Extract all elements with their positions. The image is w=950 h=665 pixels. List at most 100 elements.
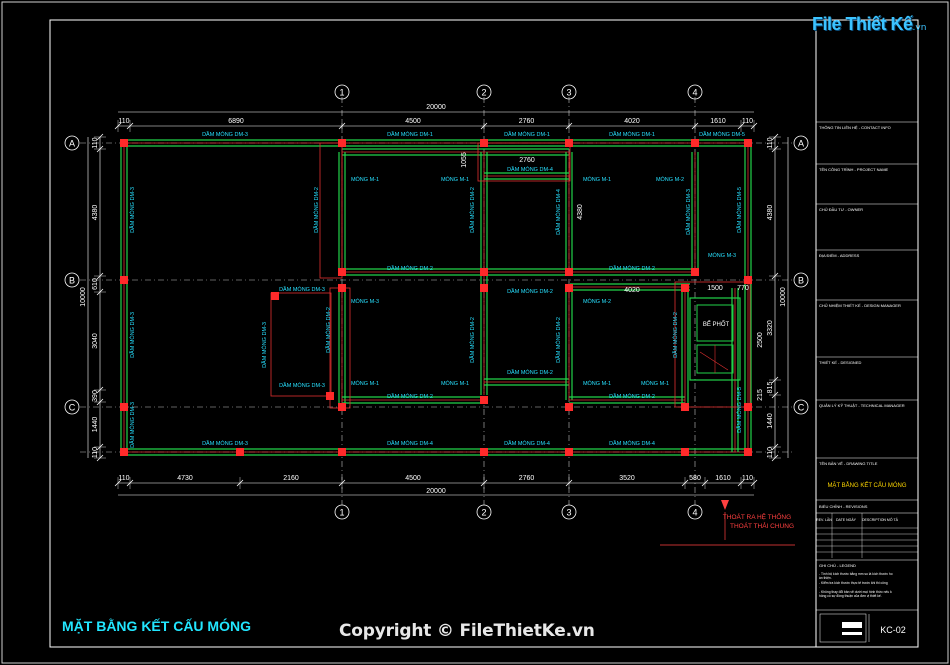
grid-bubble [687, 504, 703, 520]
grid-bubble-label: 2 [481, 88, 486, 98]
beam-label: DẦM MÓNG DM-1 [504, 131, 550, 138]
column-footing [120, 276, 128, 284]
dimension-label: 2760 [519, 118, 535, 125]
dimension-label: 3320 [767, 320, 774, 336]
beam-label: DẦM MÓNG DM-4 [387, 440, 433, 447]
brand-domain: .vn [912, 23, 927, 33]
grid-bubble [334, 504, 350, 520]
dimension-label-overall: 20000 [426, 488, 446, 495]
title-block-row-label: TÊN BẢN VẼ - DRAWING TITLE [819, 461, 878, 466]
grid-bubble-label: C [69, 403, 76, 413]
beam-label: DẦM MÓNG DM-3 [202, 440, 248, 447]
revision-col: DATE NGÀY [836, 518, 857, 522]
grid-bubble [687, 84, 703, 100]
inner-dimension-label: 1500 [707, 285, 723, 292]
beam-label: DẦM MÓNG DM-5 [736, 387, 743, 433]
footing-label: MÓNG M-1 [583, 380, 611, 387]
column-footing [480, 448, 488, 456]
dimension-label: 1440 [767, 413, 774, 429]
dimension-label: 2760 [519, 475, 535, 482]
beam-label: DẦM MÓNG DM-3 [129, 402, 136, 448]
grid-bubble [64, 272, 80, 288]
dimension-label: 110 [742, 118, 753, 125]
grid-bubble [793, 272, 809, 288]
column-footing [744, 276, 752, 284]
notes-header: GHI CHÚ - LEGEND [819, 563, 856, 568]
beam-label: DẦM MÓNG DM-4 [555, 189, 562, 235]
column-footing [565, 284, 573, 292]
septic-outlet-arrow [721, 500, 729, 510]
grid-bubble [476, 84, 492, 100]
column-footing [480, 396, 488, 404]
column-footing [120, 403, 128, 411]
septic-tank-outer [689, 297, 741, 381]
dimension-label: 110 [767, 137, 774, 148]
column-footing [271, 292, 279, 300]
note-line-cont: . [819, 585, 820, 589]
dimension-label: 1440 [92, 417, 99, 433]
title-block-row-label: THÔNG TIN LIÊN HỆ - CONTACT INFO [819, 125, 891, 130]
grid-bubble-label: A [798, 139, 804, 149]
beam-label: DẦM MÓNG DM-2 [672, 312, 679, 358]
column-footing [681, 284, 689, 292]
septic-note: THOÁT THẢI CHUNG [730, 521, 794, 530]
column-footing [338, 403, 346, 411]
column-footing [480, 268, 488, 276]
column-footing [120, 448, 128, 456]
septic-tank-chamber-1 [696, 304, 734, 342]
septic-pipe [699, 351, 729, 371]
footing-label: MÓNG M-1 [641, 380, 669, 387]
note-line-cont: àn thiện. [819, 576, 832, 580]
column-footing [480, 139, 488, 147]
revision-col: DESCRIPTION MÔ TẢ [862, 517, 899, 522]
beam-label: DẦM MÓNG DM-3 [261, 322, 268, 368]
dimension-label: 110 [742, 475, 753, 482]
column-footing [691, 268, 699, 276]
inner-dimension-label: 770 [737, 285, 749, 292]
dimension-label: 580 [689, 475, 701, 482]
beam-label: DẦM MÓNG DM-5 [736, 187, 743, 233]
dimension-label: 3520 [619, 475, 635, 482]
dimension-label: 110 [92, 447, 99, 458]
footing-label: MÓNG M-2 [583, 298, 611, 305]
revision-header: BIỂU CHỈNH - REVISIONS [819, 504, 868, 509]
beam-label: DẦM MÓNG DM-3 [202, 131, 248, 138]
revision-col: REV. LẦN [816, 518, 832, 522]
beam-label: DẦM MÓNG DM-5 [699, 131, 745, 138]
inner-dimension-label: 215 [757, 389, 764, 401]
grid-bubble-label: A [69, 139, 75, 149]
beam-label: DẦM MÓNG DM-4 [609, 440, 655, 447]
grid-bubble-label: B [69, 276, 75, 286]
inner-dimension-label: 1055 [461, 152, 468, 168]
dimension-label: 4380 [767, 205, 774, 221]
title-block [815, 19, 919, 648]
scale-bar [842, 622, 862, 628]
column-footing [338, 448, 346, 456]
beam-label: DẦM MÓNG DM-3 [685, 189, 692, 235]
dimension-label: 4020 [624, 118, 640, 125]
dimension-label: 110 [118, 475, 129, 482]
footing-label: MÓNG M-3 [708, 252, 736, 259]
column-footing [681, 403, 689, 411]
dimension-label: 4380 [92, 205, 99, 221]
dimension-label: 110 [118, 118, 129, 125]
beam-label: DẦM MÓNG DM-3 [129, 312, 136, 358]
note-line: - Tính bộ kích thước bằng mm so là kích … [819, 571, 893, 576]
beam-label: DẦM MÓNG DM-2 [555, 317, 562, 363]
grid-bubble [561, 84, 577, 100]
wall-outline [319, 142, 343, 279]
beam-label: DẦM MÓNG DM-2 [469, 317, 476, 363]
grid-bubble-label: 1 [339, 508, 344, 518]
inner-dimension-label: 2760 [519, 157, 535, 164]
beam-label: DẦM MÓNG DM-2 [387, 265, 433, 272]
dimension-label: 6890 [228, 118, 244, 125]
brand-name: File Thiết Kế [812, 14, 913, 34]
title-block-row-label: TÊN CÔNG TRÌNH - PROJECT NAME [819, 167, 889, 172]
brand-logo[interactable]: File Thiết Kế.vn [812, 14, 932, 44]
title-block-drawing-title: MẶT BẰNG KẾT CẤU MÓNG [827, 481, 906, 489]
dimension-label: 390 [92, 390, 99, 402]
column-footing [744, 403, 752, 411]
grid-bubble [561, 504, 577, 520]
sheet-title: MẶT BẰNG KẾT CẤU MÓNG [62, 618, 251, 634]
